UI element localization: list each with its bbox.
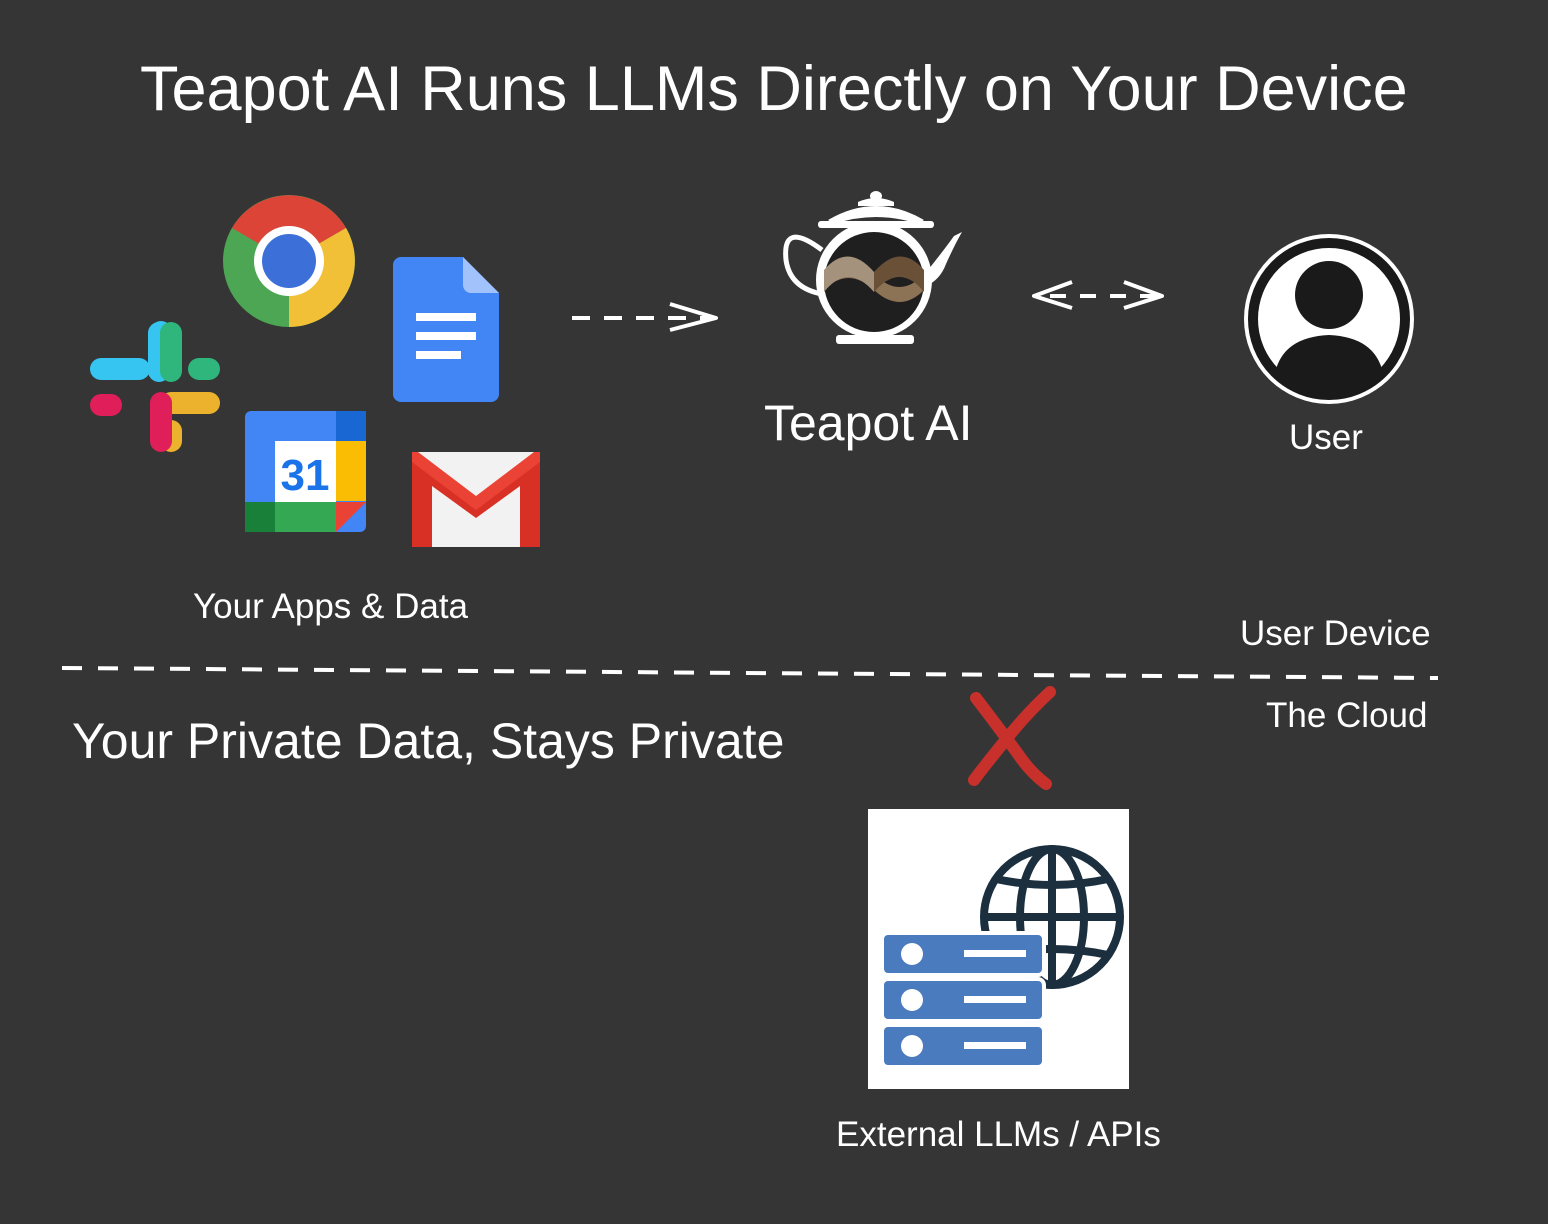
device-cloud-divider bbox=[61, 666, 1439, 680]
red-x-icon bbox=[968, 686, 1056, 790]
slack-icon bbox=[90, 321, 220, 452]
teapot-label: Teapot AI bbox=[764, 395, 973, 451]
apps-label: Your Apps & Data bbox=[193, 587, 469, 626]
diagram-title: Teapot AI Runs LLMs Directly on Your Dev… bbox=[140, 54, 1408, 124]
gmail-icon bbox=[412, 452, 540, 547]
teapot-icon bbox=[783, 191, 962, 344]
data-flow-arrow bbox=[572, 302, 718, 332]
external-server-box bbox=[868, 809, 1129, 1089]
server-globe-icon bbox=[880, 845, 1124, 1069]
google-docs-icon bbox=[393, 257, 499, 402]
chrome-icon bbox=[223, 195, 355, 327]
cloud-zone-label: The Cloud bbox=[1266, 696, 1428, 735]
user-avatar-icon bbox=[1244, 234, 1414, 404]
external-llms-label: External LLMs / APIs bbox=[836, 1115, 1161, 1154]
user-device-zone-label: User Device bbox=[1240, 614, 1431, 653]
bidirectional-arrow bbox=[1032, 280, 1164, 310]
user-label: User bbox=[1289, 418, 1363, 457]
privacy-tagline: Your Private Data, Stays Private bbox=[72, 713, 785, 769]
google-calendar-icon: 31 bbox=[245, 411, 366, 532]
calendar-day-number: 31 bbox=[281, 451, 330, 500]
